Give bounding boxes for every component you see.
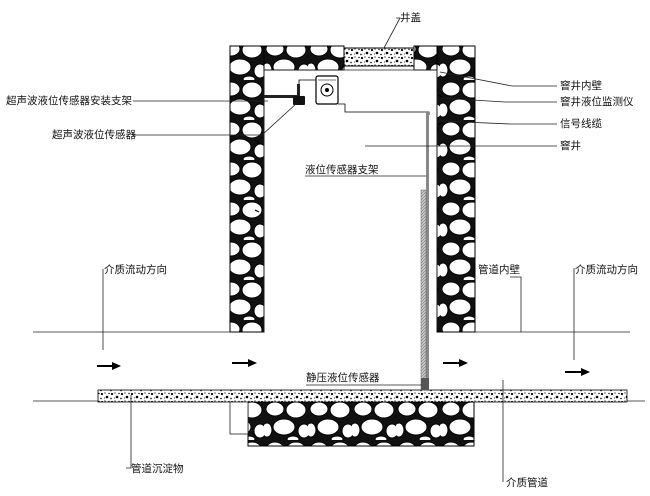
leader-signal-cable [439,120,557,125]
flow-arrow-4 [565,368,590,376]
leader-sediment [126,395,132,469]
label-inner-wall: 窨井内壁 [560,79,602,92]
signal-cable-assembly [338,103,430,391]
label-pipe: 介质管道 [506,476,548,489]
leader-lines [102,17,575,482]
label-ultrasonic-sensor: 超声波液位传感器 [52,128,136,141]
labels: 井盖 超声波液位传感器安装支架 超声波液位传感器 窨井内壁 窨井液位监测仪 信号… [6,11,638,489]
label-signal-cable: 信号线缆 [560,117,602,130]
label-flow-left: 介质流动方向 [104,263,167,276]
manhole-right-wall [436,45,476,333]
manhole-sump [229,401,249,435]
leader-inner-wall [439,71,557,87]
manhole-bottom [247,401,475,447]
label-manhole: 窨井 [560,139,581,152]
ultrasonic-assembly [264,84,305,105]
label-pressure-sensor: 静压液位传感器 [306,371,380,384]
label-manhole-cover: 井盖 [400,11,421,24]
label-level-monitor: 窨井液位监测仪 [560,95,634,108]
leader-level-monitor [439,97,557,103]
ultrasonic-sensor-body [293,96,305,105]
flow-arrow-3 [443,359,468,367]
signal-cable [338,103,430,115]
ultrasonic-cable [298,79,316,84]
label-pipe-inner-wall: 管道内壁 [478,263,520,276]
leader-pipe-inner-wall [510,276,522,332]
flow-arrow-1 [97,362,121,370]
leader-cover [383,17,401,49]
label-sensor-bracket: 液位传感器支架 [305,163,379,176]
manhole-structure [229,45,476,447]
level-monitor [298,75,339,105]
label-flow-right: 介质流动方向 [575,263,638,276]
leader-ultrasonic-sensor [133,102,298,136]
sensor-bracket-pole [426,112,429,390]
label-ultrasonic-bracket: 超声波液位传感器安装支架 [6,94,132,107]
flow-arrow-2 [232,359,257,367]
pressure-sensor [421,378,429,390]
manhole-top-left [263,45,345,71]
ultrasonic-bracket-arm [264,95,298,98]
manhole-left-wall [229,45,265,333]
signal-cable-hatched [420,189,427,391]
ultrasonic-bracket-post [297,84,300,98]
manhole-top-right [413,45,438,71]
sediment-layer [97,389,628,403]
flow-arrows [97,359,590,376]
manhole-cover [343,47,415,67]
label-sediment: 管道沉淀物 [131,462,184,475]
pipe [33,331,645,435]
